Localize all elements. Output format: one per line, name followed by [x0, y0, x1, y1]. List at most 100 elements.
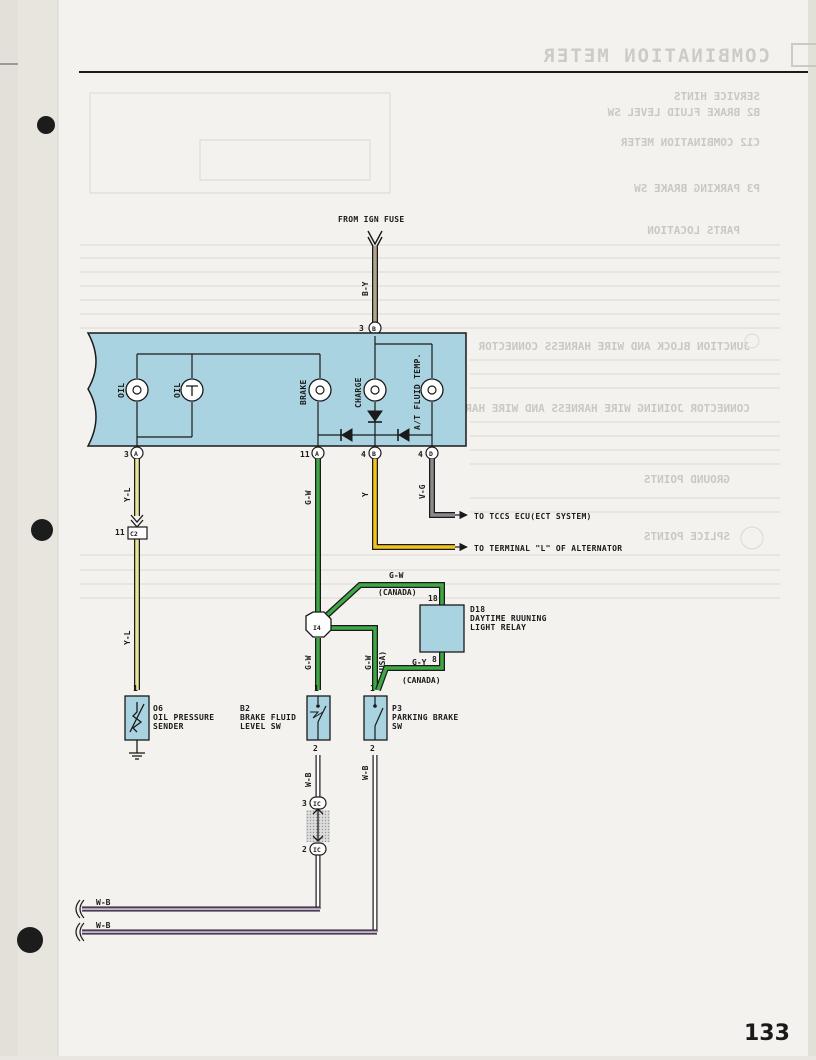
pin-label: 1: [133, 684, 138, 693]
oil-pressure-sender: [124, 695, 150, 753]
component-name: DAYTIME RUUNING: [470, 614, 547, 623]
component-name: LEVEL SW: [240, 722, 281, 731]
connector-b-bottom: B: [368, 446, 382, 460]
connector-a-left: A: [130, 446, 144, 460]
wire-label-g-w: G-W: [304, 490, 313, 505]
component-code: P3: [392, 704, 402, 713]
binder-hole: [31, 519, 53, 541]
component-code: O6: [153, 704, 163, 713]
parking-brake-switch: [363, 695, 388, 741]
daytime-running-light-relay: [419, 604, 465, 653]
gauge-label: OIL: [117, 383, 126, 398]
pin-label: 8: [432, 655, 437, 664]
pin-label: 2: [370, 744, 375, 753]
svg-text:GROUND POINTS: GROUND POINTS: [644, 473, 730, 486]
wire-label-w-b: W-B: [96, 921, 111, 930]
pin-label: 18: [428, 594, 438, 603]
component-name: SENDER: [153, 722, 184, 731]
gauge-oil-meter: [180, 378, 204, 402]
combination-meter: [86, 332, 467, 447]
pin-label: 2: [313, 744, 318, 753]
component-code: D18: [470, 605, 485, 614]
connector-c2: C2: [127, 526, 148, 540]
wire-v-g: [429, 459, 455, 518]
wire-y: [372, 459, 455, 550]
wire-label-canada: (CANADA): [378, 588, 417, 597]
ground-symbol: [129, 752, 145, 760]
svg-text:IC: IC: [313, 800, 321, 808]
pin-label: 2: [302, 845, 307, 854]
pin-label: 11: [300, 450, 310, 459]
wire-w-b-bottom-2: [82, 929, 377, 935]
wire-label-v-g: V-G: [418, 484, 427, 499]
wire-break-symbol: [75, 899, 85, 942]
svg-text:I4: I4: [313, 624, 321, 632]
gauge-at-fluid-temp: [420, 378, 444, 402]
svg-text:P3 PARKING BRAKE SW: P3 PARKING BRAKE SW: [634, 182, 760, 195]
pin-label: 4: [361, 450, 366, 459]
wire-label-w-b: W-B: [304, 772, 313, 787]
component-name: PARKING BRAKE: [392, 713, 459, 722]
wire-g-y: [375, 652, 445, 692]
pin-label: 3: [302, 799, 307, 808]
svg-text:CONNECTOR JOINING WIRE HARNESS: CONNECTOR JOINING WIRE HARNESS AND WIRE …: [439, 402, 750, 415]
wire-label-canada: (CANADA): [402, 676, 441, 685]
component-name: LIGHT RELAY: [470, 623, 526, 632]
svg-text:COMBINATION METER: COMBINATION METER: [542, 45, 770, 67]
connector-ic-arrows: [312, 808, 324, 842]
destination-alternator: TO TERMINAL "L" OF ALTERNATOR: [474, 544, 622, 553]
svg-text:PARTS LOCATION: PARTS LOCATION: [647, 224, 740, 237]
wire-label-g-w: G-W: [364, 655, 373, 670]
pin-label: 1: [370, 684, 375, 693]
connector-a-mid: A: [311, 446, 325, 460]
wire-label-y: Y: [361, 492, 370, 497]
gauge-label: BRAKE: [299, 379, 308, 405]
page-number: 133: [744, 1021, 790, 1046]
paper-sheet: [18, 0, 808, 1056]
wire-g-w-usa: [330, 625, 378, 690]
pin-label: 4: [418, 450, 423, 459]
bleed-through: COMBINATION METER SERVICE HINTS B2 BRAKE…: [80, 43, 816, 599]
component-name: OIL PRESSURE: [153, 713, 214, 722]
diode-charge: [367, 410, 383, 423]
svg-text:C12 COMBINATION METER: C12 COMBINATION METER: [621, 136, 760, 149]
svg-text:B2 BRAKE FLUID LEVEL SW: B2 BRAKE FLUID LEVEL SW: [607, 106, 760, 119]
svg-text:B: B: [372, 325, 376, 333]
svg-text:SPLICE POINTS: SPLICE POINTS: [644, 530, 730, 543]
svg-text:JUNCTION BLOCK AND WIRE HARNES: JUNCTION BLOCK AND WIRE HARNESS CONNECTO…: [478, 340, 750, 353]
wire-label-w-b: W-B: [96, 898, 111, 907]
connector-ic-bottom: IC: [309, 842, 327, 856]
binder-hole: [37, 116, 55, 134]
component-code: B2: [240, 704, 250, 713]
wire-label-usa: (USA): [378, 651, 387, 675]
junction-i4: I4: [305, 611, 332, 638]
component-name: BRAKE FLUID: [240, 713, 296, 722]
wire-label-g-w: G-W: [304, 655, 313, 670]
wire-label-w-b: W-B: [361, 765, 370, 780]
svg-text:SERVICE HINTS: SERVICE HINTS: [674, 90, 760, 103]
wire-label-g-w: G-W: [389, 571, 404, 580]
wire-g-w-canada: [322, 582, 445, 620]
svg-text:D: D: [429, 450, 433, 458]
connector-d-bottom: D: [425, 446, 439, 460]
gauge-charge: [363, 378, 387, 402]
connector-b-top: B: [368, 321, 382, 335]
connector-ic-top: IC: [309, 796, 327, 810]
diode-brake: [340, 428, 353, 442]
gauge-oil-light: [125, 378, 149, 402]
wire-label-b-y: B-Y: [361, 281, 370, 296]
gauge-label: CHARGE: [354, 377, 363, 408]
gauge-label: A/T FLUID TEMP.: [413, 353, 422, 430]
component-name: SW: [392, 722, 402, 731]
wire-label-y-l: Y-L: [123, 630, 132, 645]
svg-text:B: B: [372, 450, 376, 458]
wire-label-y-l: Y-L: [123, 487, 132, 502]
gauge-label: OIL: [173, 383, 182, 398]
brake-fluid-level-switch: [306, 695, 331, 741]
svg-text:A: A: [134, 450, 138, 458]
pin-label: 3: [124, 450, 129, 459]
meter-internal-wiring: [136, 336, 433, 448]
svg-text:IC: IC: [313, 846, 321, 854]
